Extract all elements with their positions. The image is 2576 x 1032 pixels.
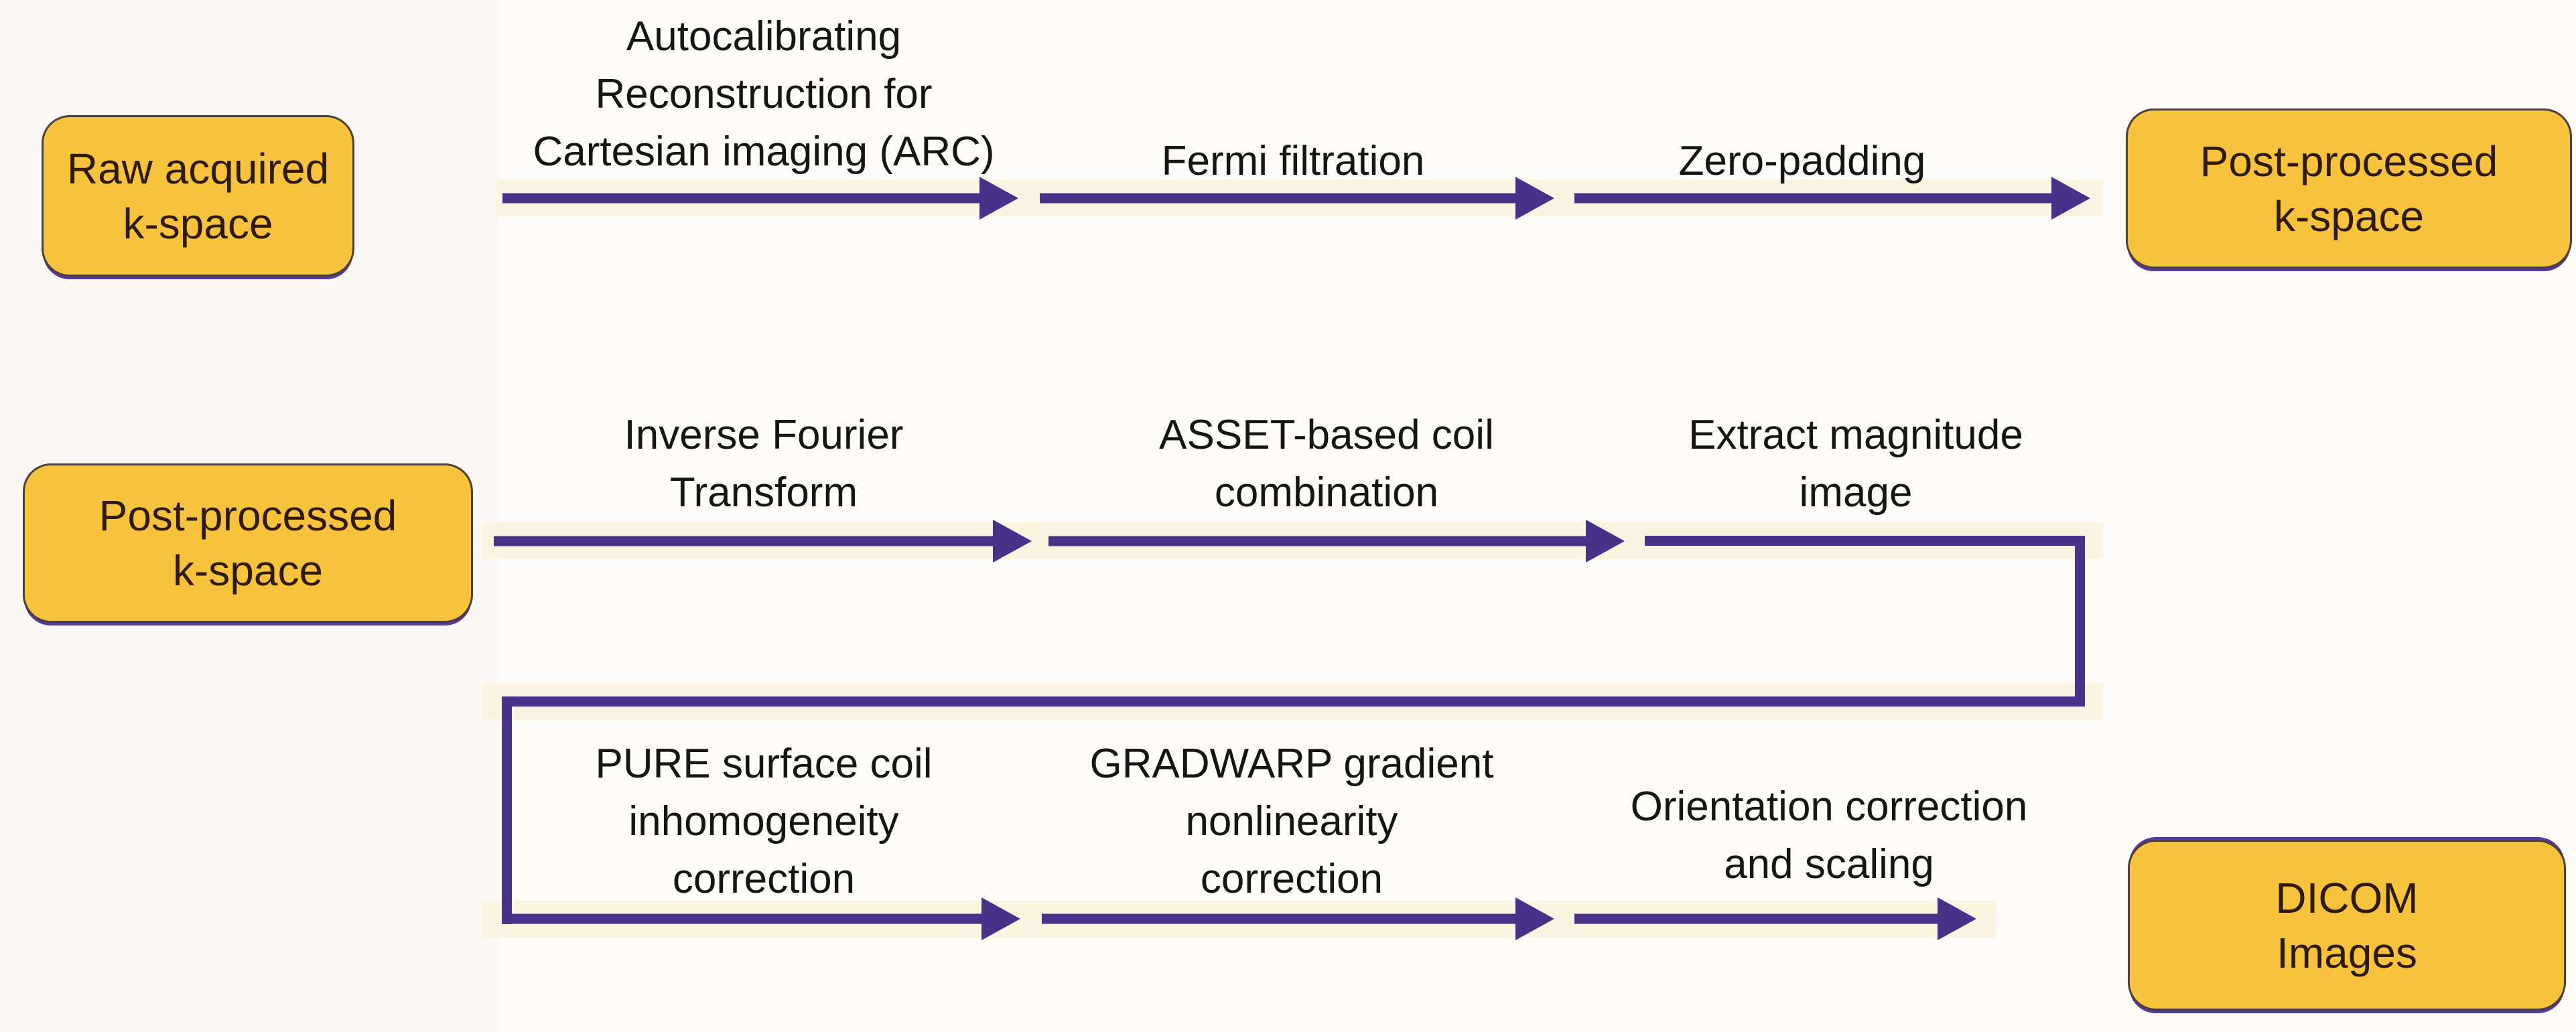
arrowhead-right-icon <box>1586 520 1625 563</box>
arrow-shaft <box>1042 913 1519 924</box>
arrowhead-right-icon <box>1938 897 1976 940</box>
arrow-shaft <box>1574 913 1942 924</box>
flow-arrow-fermi <box>1040 176 1554 220</box>
arrowhead-right-icon <box>993 520 1032 563</box>
box-dicom-images: DICOM Images <box>2128 840 2566 1011</box>
arrow-shaft <box>502 193 984 204</box>
connector-line-return-left <box>502 696 2085 707</box>
step-label-asset-coil: ASSET-based coil combination <box>1159 412 1494 516</box>
arrowhead-right-icon <box>1515 897 1554 940</box>
step-label-gradwarp-correction: GRADWARP gradient nonlinearity correctio… <box>1089 741 1494 902</box>
step-label-extract-magnitude: Extract magnitude image <box>1688 412 2023 516</box>
step-label-pure-correction: PURE surface coil inhomogeneity correcti… <box>595 741 933 902</box>
arrowhead-right-icon <box>981 897 1020 940</box>
flow-arrow-asset <box>1048 519 1625 563</box>
step-label-arc: Autocalibrating Reconstruction for Carte… <box>533 13 995 175</box>
flow-arrow-pure <box>502 897 1020 941</box>
box-label: DICOM Images <box>2275 873 2419 977</box>
flow-arrow-zero-padding <box>1574 176 2090 220</box>
connector-line-down-left <box>502 696 512 924</box>
arrow-shaft <box>1040 193 1519 204</box>
box-label: Raw acquired k-space <box>66 144 330 248</box>
step-label-orientation-scaling: Orientation correction and scaling <box>1630 784 2028 887</box>
arrowhead-right-icon <box>979 177 1018 220</box>
connector-line-down-right <box>2075 536 2085 707</box>
box-label: Post-processed k-space <box>2199 137 2498 240</box>
arrow-shaft <box>494 536 997 546</box>
flow-arrow-arc <box>502 176 1018 220</box>
box-label: Post-processed k-space <box>98 492 397 595</box>
arrowhead-right-icon <box>2051 177 2090 220</box>
flow-arrow-inverse-fourier <box>494 519 1032 563</box>
step-label-fermi-filtration: Fermi filtration <box>1161 138 1425 184</box>
box-raw-acquired-kspace: Raw acquired k-space <box>42 115 354 277</box>
step-label-zero-padding: Zero-padding <box>1678 138 1926 184</box>
arrow-shaft <box>1574 193 2055 204</box>
arrowhead-right-icon <box>1515 177 1554 220</box>
arrow-shaft <box>1048 536 1590 546</box>
step-label-inverse-fourier: Inverse Fourier Transform <box>624 412 904 516</box>
connector-line-extract-output <box>1645 536 2085 546</box>
flow-arrow-gradwarp <box>1042 897 1554 941</box>
flow-arrow-orientation <box>1574 897 1976 941</box>
box-post-processed-kspace-row2: Post-processed k-space <box>23 463 473 623</box>
box-post-processed-kspace-row1: Post-processed k-space <box>2126 108 2572 269</box>
arrow-shaft <box>502 913 986 924</box>
